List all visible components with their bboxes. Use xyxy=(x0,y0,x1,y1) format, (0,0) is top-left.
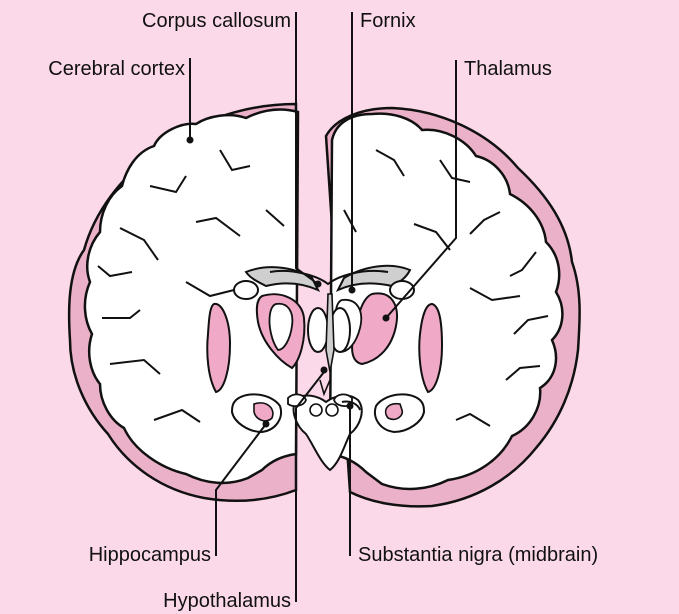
corpus-callosum-leader xyxy=(296,12,318,284)
third-ventricle xyxy=(326,294,334,372)
fornix-dot xyxy=(349,287,356,294)
label-thalamus: Thalamus xyxy=(464,58,552,80)
substantia-nigra-dot xyxy=(347,403,354,410)
hippocampus-dot xyxy=(263,421,270,428)
thalamus-dot xyxy=(383,315,390,322)
mammillary-right xyxy=(326,404,338,416)
right-hippocampus-inner xyxy=(386,404,403,420)
label-hypothalamus: Hypothalamus xyxy=(163,590,291,612)
mammillary-left xyxy=(310,404,322,416)
label-corpus-callosum: Corpus callosum xyxy=(142,10,291,32)
left-caudate xyxy=(234,281,258,299)
left-hippocampus-inner xyxy=(254,403,273,421)
cerebral-cortex-dot xyxy=(187,137,194,144)
hypothalamus-dot xyxy=(321,367,328,374)
label-cerebral-cortex: Cerebral cortex xyxy=(48,58,185,80)
label-hippocampus: Hippocampus xyxy=(89,544,211,566)
label-substantia-nigra: Substantia nigra (midbrain) xyxy=(358,544,598,566)
label-fornix: Fornix xyxy=(360,10,416,32)
left-thalamus xyxy=(308,308,328,352)
optic-chiasm xyxy=(320,380,330,394)
corpus-callosum-dot xyxy=(315,281,322,288)
